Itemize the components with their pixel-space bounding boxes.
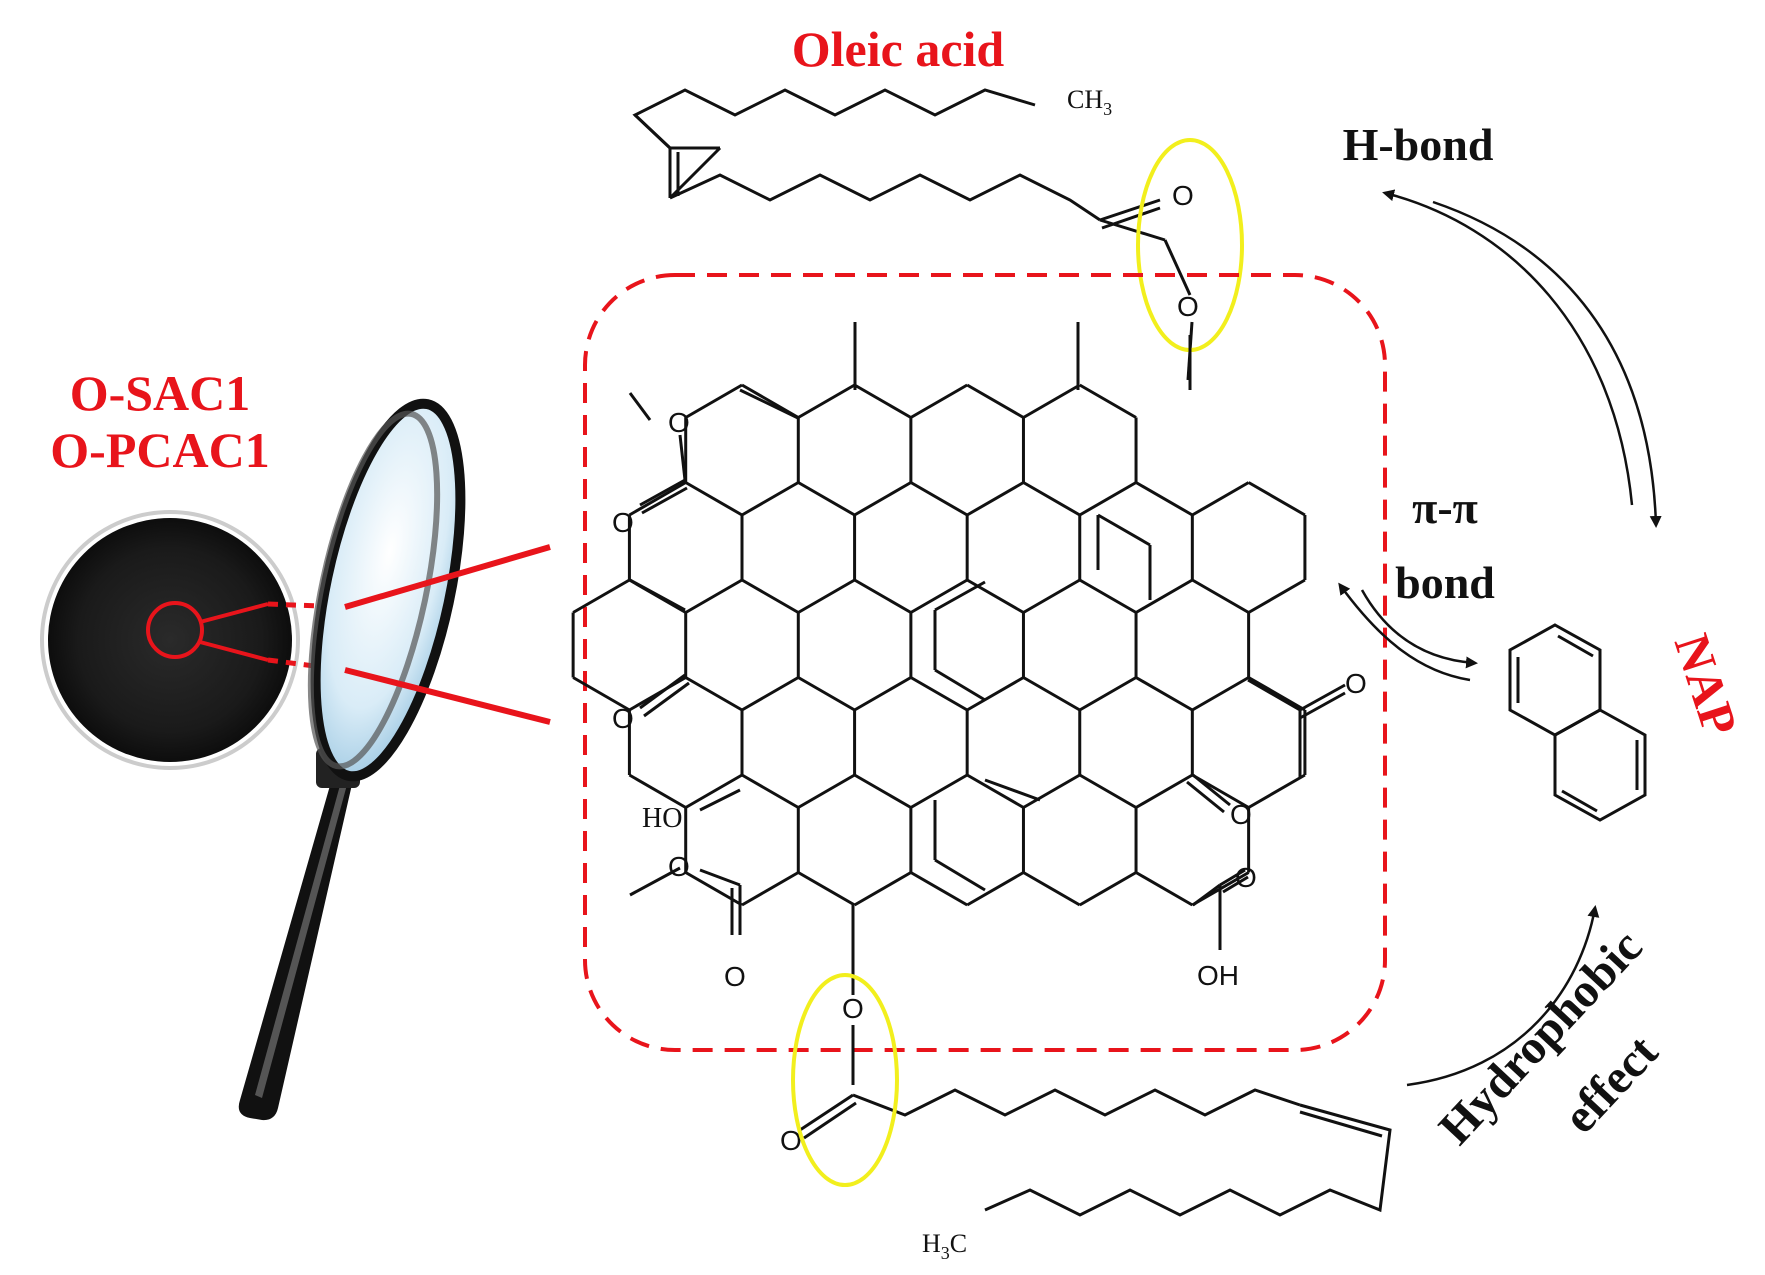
ester-o-bottom: O (842, 993, 864, 1024)
h-bond-arrow-down (1432, 200, 1662, 528)
nap-label: NAP (1664, 627, 1749, 742)
ch3-label: CH3 (1067, 85, 1112, 119)
magnifying-glass-icon (238, 398, 551, 1121)
oh-right-cooh: OH (1197, 960, 1239, 991)
h-bond-label: H-bond (1343, 119, 1494, 170)
carbonyl-o-top: O (1172, 180, 1194, 211)
o-right-acetyl: O (1345, 668, 1367, 699)
graphene-sheet-frame (583, 273, 1387, 1052)
o-left-ester-a: O (668, 407, 690, 438)
carbonyl-o-bottom: O (780, 1125, 802, 1156)
pi-pi-arrow-left (1338, 582, 1471, 682)
functional-group-bonds (628, 322, 1346, 995)
o-bottom-ester-a: O (668, 851, 690, 882)
o-left-ketone: O (612, 703, 634, 734)
ester-highlight-bottom (791, 973, 899, 1187)
carbon-powder-sample (40, 510, 300, 770)
o-right-ketone: O (1230, 799, 1252, 830)
top-oleic-acid-chain (632, 88, 1194, 381)
ester-o-top: O (1177, 291, 1199, 322)
hydrophobic-arrow (1406, 905, 1600, 1087)
ho-left: HO (642, 803, 682, 834)
pi-pi-label: π-π (1412, 482, 1478, 533)
naphthalene-molecule (1508, 623, 1647, 822)
o-right-cooh: O (1235, 862, 1257, 893)
sample-label-osac1: O-SAC1 (70, 365, 251, 421)
sample-label-opcac1: O-PCAC1 (50, 422, 269, 478)
h-bond-arrow-up (1382, 189, 1634, 506)
o-left-ester-b: O (612, 507, 634, 538)
graphene-atom-labels: O O O HO O O O O O OH (612, 407, 1367, 992)
o-bottom-ester-b: O (724, 961, 746, 992)
oleic-acid-label: Oleic acid (792, 21, 1005, 77)
pi-pi-arrow-right (1360, 589, 1478, 669)
bottom-oleic-acid-chain (799, 1025, 1392, 1217)
pi-pi-bond-label: bond (1395, 557, 1495, 608)
graphene-hexagon-lattice (571, 383, 1307, 907)
h3c-label: H3C (922, 1229, 967, 1263)
